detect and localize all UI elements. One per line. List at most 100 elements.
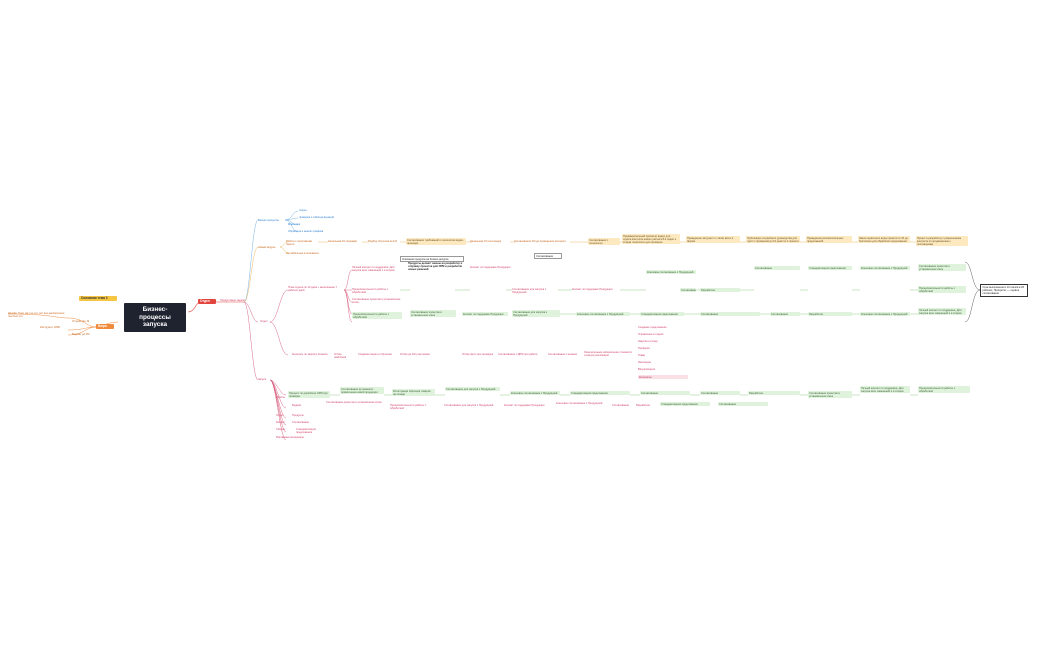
bottom-green[interactable]: Разработка	[748, 391, 800, 396]
bottom-green[interactable]: Стандартизация предложения	[570, 391, 630, 396]
pink-list-item[interactable]: Управление в отделе	[638, 333, 664, 336]
yellow-box[interactable]: Проект в разработку с разрешением контро…	[916, 236, 968, 247]
green-item[interactable]: Согласование проектов в установочном эта…	[410, 310, 456, 318]
pink-list-item[interactable]: Закупка и склад	[638, 340, 658, 343]
yellow-box[interactable]: Согласование с технологии	[588, 238, 620, 246]
green-item[interactable]: Согласование проектов в установочном эта…	[918, 264, 966, 272]
yellow-item[interactable]: Согласование 1М до проведения контроля	[514, 240, 566, 243]
bottom-item[interactable]: Работы	[276, 396, 286, 399]
blue-item[interactable]: проверка и таблица функций	[299, 216, 334, 219]
yellow-box[interactable]: Заказ первичного вида проекта по 15 дн б…	[858, 236, 910, 244]
yellow-box[interactable]: Публикация служебного руководства для гр…	[746, 236, 800, 244]
bottom-green[interactable]: Согласование	[718, 402, 768, 407]
left-item[interactable]: Бюджет до 2М	[72, 333, 90, 336]
bottom-item[interactable]: Согласование проектов в установочном эта…	[326, 401, 382, 404]
yellow-branch[interactable]: Новый модуль	[258, 246, 276, 249]
bottom-item[interactable]: Разработка	[636, 404, 650, 407]
pink-list-item[interactable]: Товар	[638, 354, 646, 357]
pink-row-item[interactable]: Окончательное оформление стоимости и зап…	[584, 351, 632, 358]
yellow-box[interactable]: Согласование требований к технологии вид…	[406, 238, 466, 246]
pink-item[interactable]: Контакт по поддержке Продукции	[572, 288, 613, 291]
right-sub-label[interactable]: Продуктовые задачи	[220, 299, 246, 302]
summary-callout[interactable]: Срок выполнения в 10 этапов в 20 рабочих…	[980, 284, 1028, 298]
bottom-green[interactable]: Стандартизация предложения	[660, 402, 710, 407]
blue-item[interactable]: Маркетинг	[288, 223, 301, 226]
yellow-item[interactable]: Нестабильное в описаниях	[286, 252, 319, 255]
pink-row-item[interactable]: Контроль по запросу бизнеса	[292, 353, 328, 356]
green-item[interactable]: Продолжительности работы с обработкой	[918, 286, 966, 294]
green-item[interactable]: Разработка	[700, 288, 740, 293]
bottom-item[interactable]: Контакт по поддержке Продукции	[504, 404, 545, 407]
green-item[interactable]: Ключевое согласование с Продукцией	[860, 312, 910, 317]
green-item[interactable]: Продолжительности работы с обработкой	[352, 312, 402, 320]
bottom-green[interactable]: Согласование	[640, 391, 690, 396]
green-item[interactable]: Стандартизация предложения	[640, 312, 684, 317]
green-item[interactable]: Согласование	[770, 312, 800, 317]
agree-box[interactable]: Согласование	[534, 253, 562, 260]
pink-item[interactable]: Согласование для запуска с Продукцией	[512, 288, 547, 295]
pink-row-item[interactable]: Отбор шаблонов	[334, 353, 347, 360]
pink-list-item[interactable]: Создание предложения	[638, 326, 667, 329]
left-item[interactable]: Инструкци. 2008	[40, 326, 60, 329]
pink-list-item[interactable]: Проверка	[638, 347, 650, 350]
pink-row-item[interactable]: Отбор фото при проверке	[462, 353, 494, 356]
green-item[interactable]: Разработка	[808, 312, 852, 317]
bottom-green[interactable]: Согласование	[700, 391, 740, 396]
bottom-item[interactable]: Ремонт	[276, 421, 285, 424]
bottom-green[interactable]: Регистрация образцов товаров на складе	[392, 389, 435, 397]
root-node[interactable]: Бизнес-процессы запуска	[124, 303, 186, 332]
yellow-item[interactable]: Подбор обучения за 1М	[368, 240, 397, 243]
pink-row-item[interactable]: Создание видео и обучения	[358, 353, 392, 356]
bottom-green[interactable]: Продолжительности работы с обработкой	[918, 386, 970, 394]
green-item[interactable]: Контакт по поддержке Продукции	[462, 312, 508, 317]
green-item[interactable]: Согласование	[700, 312, 760, 317]
yellow-item[interactable]: Работа с заготовками партии	[286, 240, 313, 247]
yellow-box[interactable]: Проведение загрузки 1 с связи фото в фор…	[686, 236, 740, 244]
bottom-item[interactable]: Продукты	[292, 414, 304, 417]
green-item[interactable]: Ключевое согласование с Продукцией	[576, 312, 630, 317]
green-item[interactable]: Согласование для запуска с Продукцией	[512, 310, 560, 318]
bottom-item[interactable]: Продолжительности работы с обработкой	[390, 404, 427, 411]
pink-row-item[interactable]: Согласование с рынком	[548, 353, 577, 356]
bottom-green[interactable]: Согласование проектов в установочном эта…	[808, 391, 852, 399]
green-item[interactable]: Стандартизация предложения	[808, 266, 852, 271]
bottom-green[interactable]: Согласование для запуска с Продукцией	[445, 387, 500, 392]
bottom-item[interactable]: Ключевое согласование с Продукцией	[556, 402, 603, 405]
bottom-item[interactable]: Согласование	[292, 421, 310, 424]
pink-row-item[interactable]: Отбор до 1М участников	[400, 353, 430, 356]
bottom-green[interactable]: Личный контакт по поддержке, Для запуска…	[860, 386, 910, 394]
yellow-item[interactable]: Начальная 16 смуживки	[328, 240, 358, 243]
bottom-green[interactable]: Согласование до момента привлечения ново…	[340, 387, 384, 395]
bottom-green[interactable]: Ключевое согласование с Продукцией	[510, 391, 560, 396]
pink-item[interactable]: Продолжительности работы с обработкой	[352, 288, 389, 295]
blue-branch[interactable]: Бизнес-процессы	[258, 219, 280, 222]
pink-item[interactable]: План отдела по 10 дней + выполнение 7 ра…	[288, 286, 337, 293]
bottom-green[interactable]: Процесс по доработке ОРМ при проверке	[288, 391, 330, 399]
bottom-item[interactable]: Бюджет	[292, 404, 302, 407]
pink-list-item[interactable]: Визуализация	[638, 368, 655, 371]
pink-item[interactable]: Личный контакт по поддержке, Для запуска…	[352, 266, 395, 273]
pink-item[interactable]: Согласование проектов в установочном эта…	[352, 298, 401, 305]
bottom-item[interactable]: Согласование для запуска с Продукцией	[444, 404, 494, 407]
bottom-item[interactable]: Согласование	[612, 404, 630, 407]
yellow-box[interactable]: Предварительный просмотр видео для отдел…	[622, 234, 680, 245]
bottom-item[interactable]: Сборка	[276, 428, 285, 431]
bottom-item[interactable]: Отдел	[276, 414, 284, 417]
bottom-branch[interactable]: Запуск	[258, 378, 267, 381]
left-branch-node[interactable]: Бюро	[96, 324, 114, 330]
blue-item[interactable]: хорош	[299, 209, 307, 212]
left-item[interactable]: Устройство. М	[72, 320, 90, 323]
green-item[interactable]: Ключевое согласование с Продукцией	[860, 266, 910, 271]
main-topic-node[interactable]: Основная тема 3	[79, 296, 117, 302]
green-item[interactable]: Ключевое согласование с Продукцией	[646, 270, 696, 275]
pink-branch[interactable]: Отдел	[260, 320, 268, 323]
pink-list-item[interactable]: Контракты	[638, 375, 688, 380]
yellow-item[interactable]: Начальная 16 интеграция	[470, 240, 502, 243]
bottom-item[interactable]: Рекламные материалы	[276, 436, 304, 439]
blue-item[interactable]: Обработка и анализ графика	[288, 230, 324, 233]
green-item[interactable]: Согласование	[754, 266, 800, 271]
right-branch-node[interactable]: Отдел	[198, 299, 216, 305]
header-box[interactable]: Описание продукта на бизнес-ресурсе	[400, 256, 464, 263]
yellow-box[interactable]: Проведение вспомогательных предложений	[806, 236, 852, 244]
